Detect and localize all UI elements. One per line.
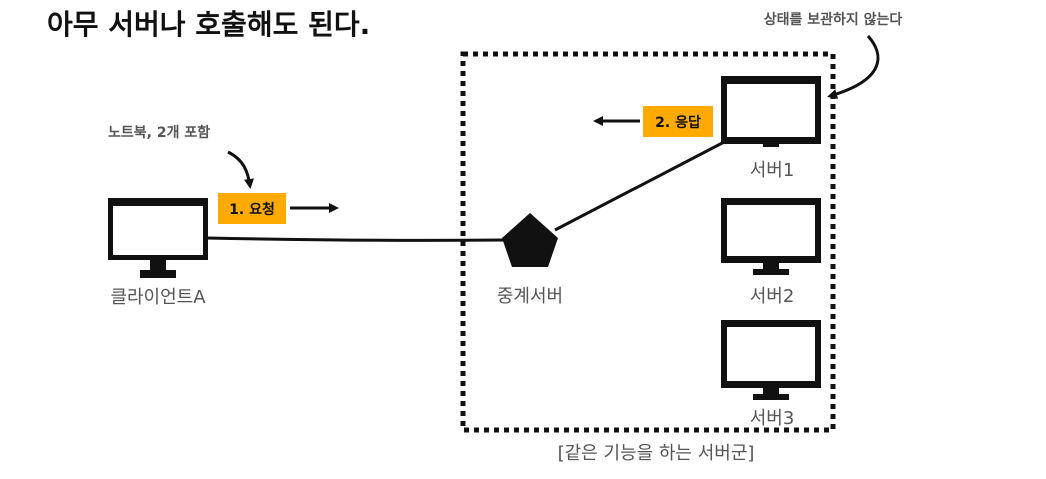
server3-monitor-icon xyxy=(721,320,821,400)
client-note: 노트북, 2개 포함 xyxy=(108,124,210,141)
client-monitor-icon xyxy=(108,198,208,278)
server-group-caption: [같은 기능을 하는 서버군] xyxy=(558,443,755,464)
request-badge-label: 1. 요청 xyxy=(229,202,275,218)
server1-monitor-icon xyxy=(721,76,821,147)
response-badge-label: 2. 응답 xyxy=(655,114,701,131)
server1-label: 서버1 xyxy=(750,160,795,181)
client-note-arrow-icon xyxy=(227,150,254,189)
page-title: 아무 서버나 호출해도 된다. xyxy=(47,8,370,41)
stateless-note: 상태를 보관하지 않는다 xyxy=(764,11,903,28)
stateless-note-arrow-icon xyxy=(827,35,880,99)
server2-monitor-icon xyxy=(721,198,821,275)
request-badge: 1. 요청 xyxy=(218,193,286,224)
server3-label: 서버3 xyxy=(750,408,795,429)
request-badge-bg xyxy=(218,193,286,224)
server-group-border xyxy=(460,51,836,433)
client-proxy-line xyxy=(206,236,506,242)
proxy-label: 중계서버 xyxy=(497,286,563,307)
response-badge: 2. 응답 xyxy=(643,106,713,137)
proxy-pentagon-icon xyxy=(502,213,558,267)
server2-label: 서버2 xyxy=(750,286,795,307)
client-label: 클라이언트A xyxy=(110,287,206,308)
response-badge-bg xyxy=(643,106,713,137)
proxy-server1-line xyxy=(554,138,729,232)
